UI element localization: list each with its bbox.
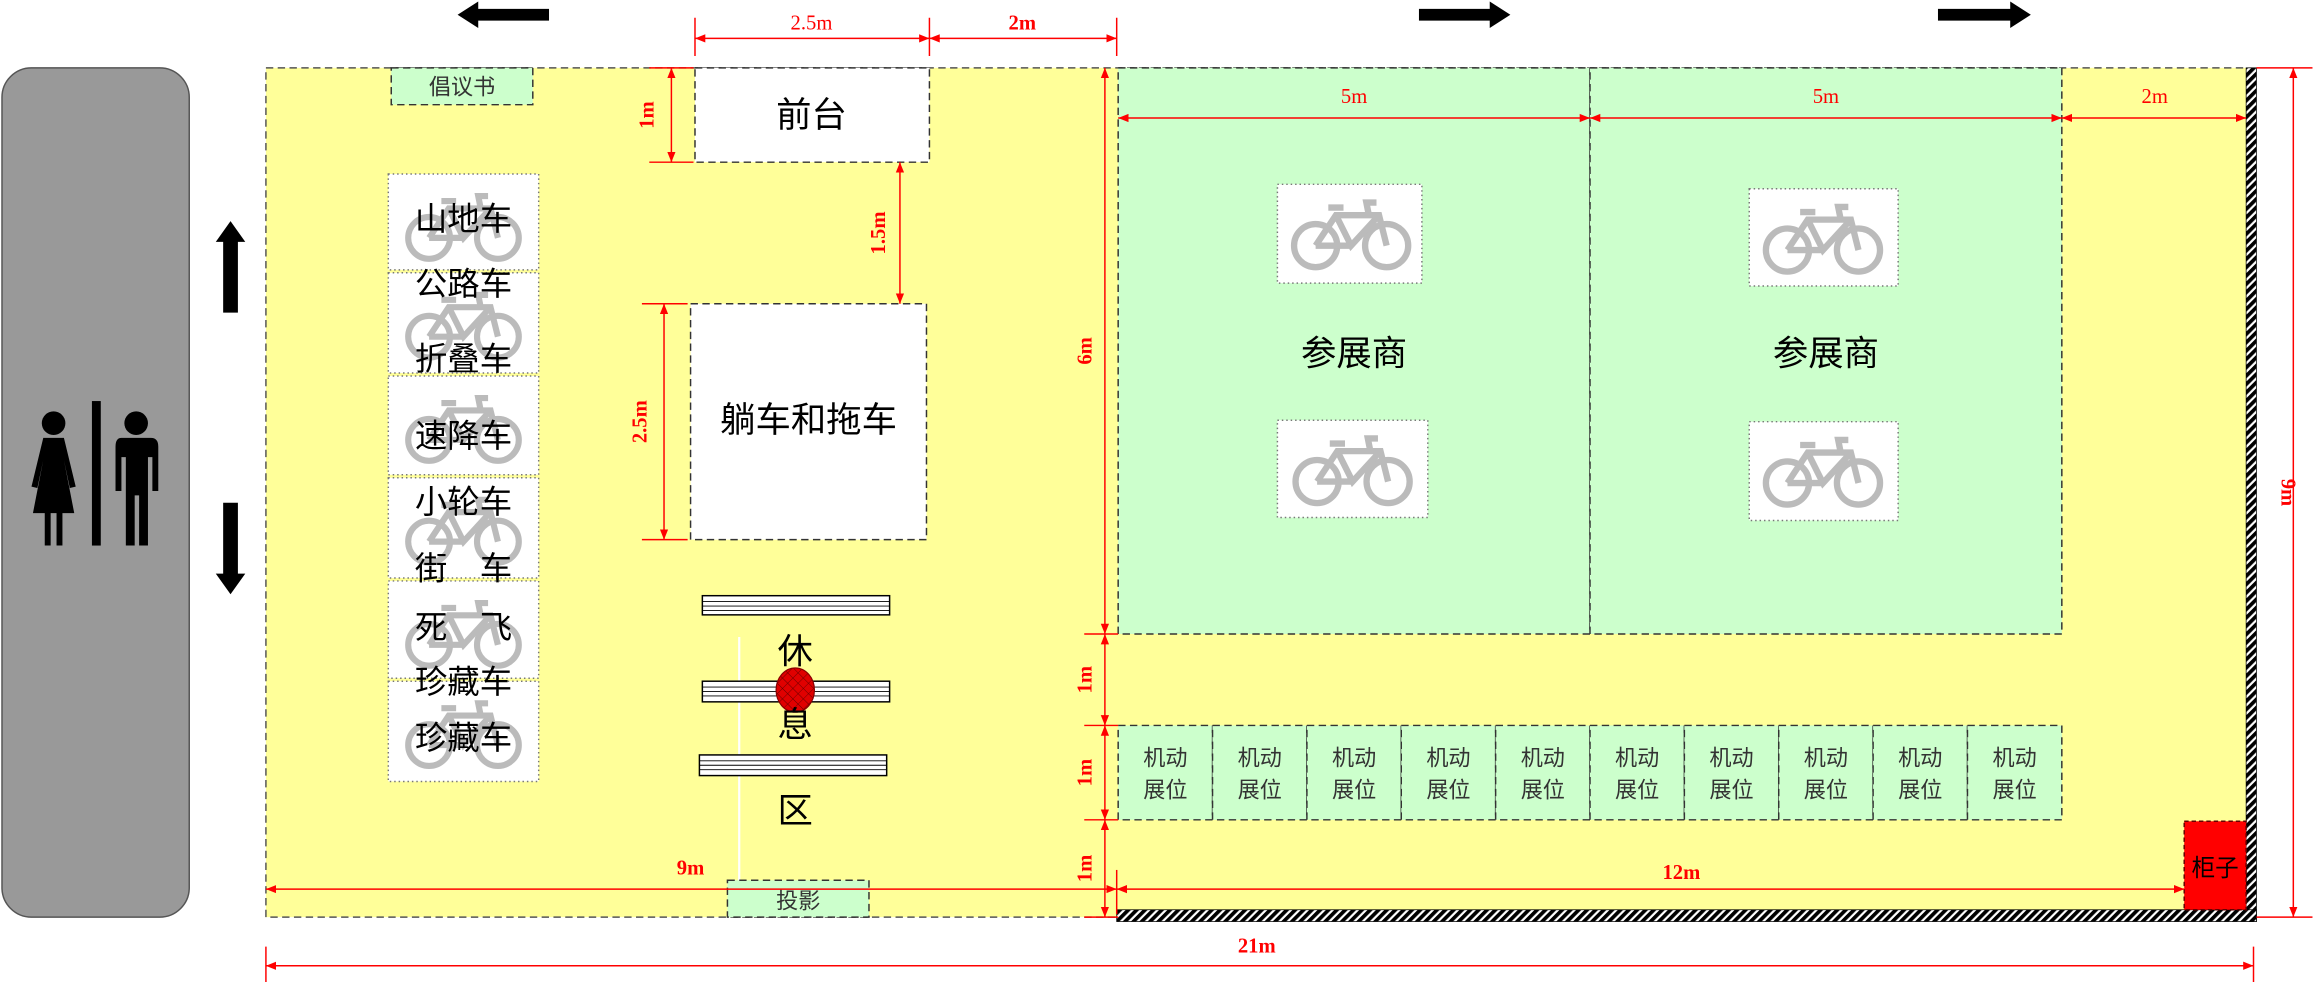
bike-display-slot — [387, 272, 540, 374]
front-desk-label: 前台 — [776, 95, 847, 136]
dim-exhibitor-width: 5m — [1813, 86, 1839, 108]
dim-total-width: 21m — [1238, 936, 1276, 958]
mobile-booth-label: 展位 — [1521, 778, 1565, 804]
dim-booth-depth: 1m — [1075, 759, 1097, 787]
dim-exhibitor-depth: 6m — [1075, 337, 1097, 365]
rest-area-char: 息 — [778, 705, 813, 746]
arrow-right-icon — [1418, 1, 1511, 29]
bike-category-label: 折叠车 — [415, 340, 512, 378]
front-desk: 前台 — [694, 67, 931, 163]
projection-zone: 投影 — [726, 879, 870, 918]
mobile-booth-label: 机动 — [1709, 745, 1753, 771]
bike-category-label: 速降车 — [415, 417, 512, 455]
exhibitor-zone: 参展商 — [1117, 67, 1591, 635]
recumbent-label: 躺车和拖车 — [720, 400, 897, 441]
bike-display-slot — [387, 476, 540, 579]
dim-gap-2: 1m — [1075, 855, 1097, 883]
restroom — [1, 67, 190, 918]
mobile-booth-label: 机动 — [1615, 745, 1659, 771]
dim-front-desk-depth: 1m — [637, 101, 659, 128]
bike-category-label: 珍藏车 — [415, 663, 512, 701]
mobile-booth-label: 机动 — [1804, 745, 1848, 771]
exhibitor-label: 参展商 — [1301, 334, 1407, 375]
bike-display-slot — [387, 580, 540, 679]
projection-label: 投影 — [776, 888, 820, 914]
arrow-down-icon — [215, 502, 246, 595]
mobile-booth-label: 展位 — [1426, 778, 1470, 804]
exhibitor-zone: 参展商 — [1589, 67, 2063, 635]
mobile-booth-label: 机动 — [1898, 745, 1942, 771]
rest-area-char: 休 — [778, 632, 813, 673]
arrow-right-icon — [1937, 1, 2031, 29]
mobile-booth-label: 展位 — [1615, 778, 1659, 804]
right-wall — [2245, 67, 2257, 922]
dim-desk-gap: 1.5m — [868, 211, 890, 254]
bike-category-label: 山地车 — [415, 200, 512, 238]
dim-exhibitor-width: 5m — [1341, 86, 1367, 108]
dim-recumbent-depth: 2.5m — [629, 400, 651, 443]
bike-display-slot — [387, 680, 540, 783]
mobile-booth-label: 机动 — [1426, 745, 1470, 771]
dimension-labels: 2.5m 2m 1m 1.5m 2.5m 6m 1m 1m 1m 5m 5m 2… — [629, 12, 2298, 957]
dimension-lines — [265, 17, 2313, 982]
mobile-booth-label: 展位 — [1709, 778, 1753, 804]
cabinet: 柜子 — [2183, 820, 2247, 911]
dim-front-desk-width: 2.5m — [791, 12, 833, 34]
mobile-booth-label: 展位 — [1898, 778, 1942, 804]
rest-area: 休 息 区 — [698, 594, 891, 882]
bike-display-slot — [387, 375, 540, 476]
dim-aisle-width: 2m — [1009, 12, 1036, 34]
arrow-left-icon — [457, 1, 550, 29]
arrow-up-icon — [215, 221, 246, 313]
mobile-booth-label: 展位 — [1238, 778, 1282, 804]
bike-category-label: 死 飞 — [415, 608, 512, 646]
dim-right-aisle: 2m — [2142, 86, 2168, 108]
mobile-booth-label: 机动 — [1143, 745, 1187, 771]
exhibitor-label: 参展商 — [1773, 334, 1879, 375]
bike-category-label: 公路车 — [415, 265, 512, 303]
proposal-label: 倡议书 — [429, 74, 495, 100]
bike-category-label: 小轮车 — [415, 483, 512, 521]
dim-left-width: 9m — [677, 857, 705, 879]
mobile-booth-label: 展位 — [1993, 778, 2037, 804]
restroom-icon — [31, 401, 159, 546]
mobile-booth-label: 展位 — [1804, 778, 1848, 804]
dim-total-depth: 9m — [2277, 479, 2299, 506]
bike-category-label: 珍藏车 — [415, 719, 512, 757]
dim-gap-1: 1m — [1075, 666, 1097, 694]
mobile-booth-label: 机动 — [1332, 745, 1376, 771]
mobile-booth-label: 机动 — [1521, 745, 1565, 771]
dim-right-width: 12m — [1663, 862, 1701, 884]
bike-category-label: 街 车 — [415, 549, 512, 587]
rest-area-char: 区 — [778, 791, 813, 832]
bike-display-slot — [387, 173, 540, 271]
bottom-wall — [1116, 909, 2257, 922]
round-table-icon — [775, 667, 816, 713]
mobile-booth-label: 机动 — [1238, 745, 1282, 771]
cabinet-label: 柜子 — [2192, 854, 2239, 882]
mobile-booth-label: 展位 — [1332, 778, 1376, 804]
mobile-booth-label: 展位 — [1143, 778, 1187, 804]
recumbent-trailer-zone: 躺车和拖车 — [689, 303, 928, 541]
proposal-zone: 倡议书 — [390, 67, 534, 106]
mobile-booth-label: 机动 — [1993, 745, 2037, 771]
